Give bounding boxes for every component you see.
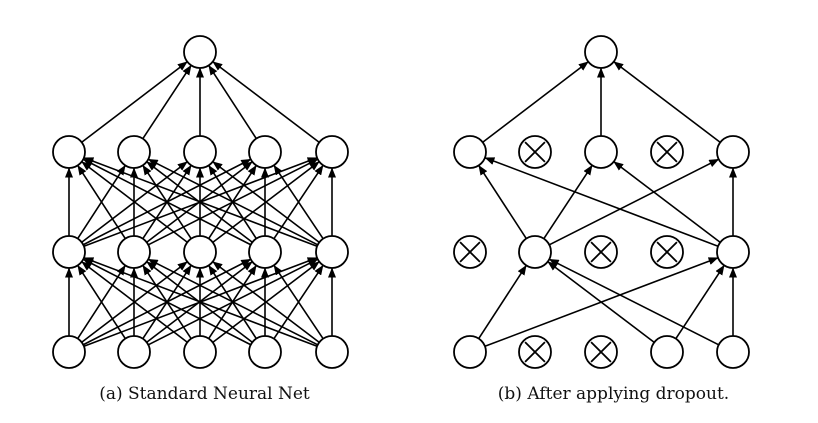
dropout-net-panel xyxy=(453,35,750,369)
neuron xyxy=(52,135,86,169)
connection-arrow xyxy=(77,164,126,240)
connection-arrow xyxy=(77,264,126,340)
neuron xyxy=(183,35,217,69)
neuron xyxy=(183,135,217,169)
connection-arrow xyxy=(613,61,721,143)
connection-arrow xyxy=(81,261,188,343)
caption-standard-neural-net: (a) Standard Neural Net xyxy=(99,384,310,404)
neuron xyxy=(716,335,750,369)
neuron xyxy=(716,235,750,269)
neuron xyxy=(453,335,487,369)
neuron xyxy=(584,35,618,69)
neuron xyxy=(453,135,487,169)
connection-arrow xyxy=(548,258,720,346)
connection-arrow xyxy=(81,161,188,243)
connection-arrow xyxy=(543,164,593,240)
connection-arrow xyxy=(478,164,527,240)
connection-arrow xyxy=(613,161,721,243)
neuron xyxy=(117,235,151,269)
neuron xyxy=(183,235,217,269)
connection-arrow xyxy=(482,61,589,143)
connection-arrow xyxy=(147,158,319,246)
dropout-cross-icon xyxy=(590,341,612,363)
dropout-cross-icon xyxy=(590,241,612,263)
connection-arrow xyxy=(484,156,719,248)
neuron xyxy=(248,135,282,169)
connection-arrow xyxy=(212,161,320,243)
connection-arrow xyxy=(83,156,318,248)
caption-after-dropout: (b) After applying dropout. xyxy=(497,384,730,404)
neuron xyxy=(117,135,151,169)
neuron xyxy=(183,335,217,369)
connection-arrow xyxy=(547,261,655,343)
connection-arrow xyxy=(83,256,318,348)
connection-arrow xyxy=(212,261,320,343)
connection-arrow xyxy=(273,164,324,240)
connection-arrow xyxy=(142,64,192,140)
connection-arrow xyxy=(548,158,720,246)
neuron xyxy=(315,235,349,269)
connection-arrow xyxy=(82,158,252,246)
dropout-cross-icon xyxy=(524,341,546,363)
connection-arrow xyxy=(273,264,324,340)
neuron xyxy=(52,235,86,269)
neuron xyxy=(584,135,618,169)
neuron xyxy=(315,135,349,169)
dropout-cross-icon xyxy=(524,141,546,163)
connection-arrow xyxy=(208,64,257,140)
neuron xyxy=(716,135,750,169)
dropout-cross-icon xyxy=(656,141,678,163)
neuron xyxy=(248,235,282,269)
neuron xyxy=(315,335,349,369)
neuron xyxy=(518,235,552,269)
dropout-cross-icon xyxy=(656,241,678,263)
connection-arrow xyxy=(81,61,188,143)
standard-neural-net-panel xyxy=(52,35,349,369)
neuron xyxy=(248,335,282,369)
connection-arrow xyxy=(147,258,319,346)
neuron xyxy=(650,335,684,369)
neuron xyxy=(52,335,86,369)
connection-arrow xyxy=(212,61,320,143)
neuron xyxy=(117,335,151,369)
dropout-cross-icon xyxy=(459,241,481,263)
connection-arrow xyxy=(82,258,252,346)
connection-arrow xyxy=(478,264,527,340)
